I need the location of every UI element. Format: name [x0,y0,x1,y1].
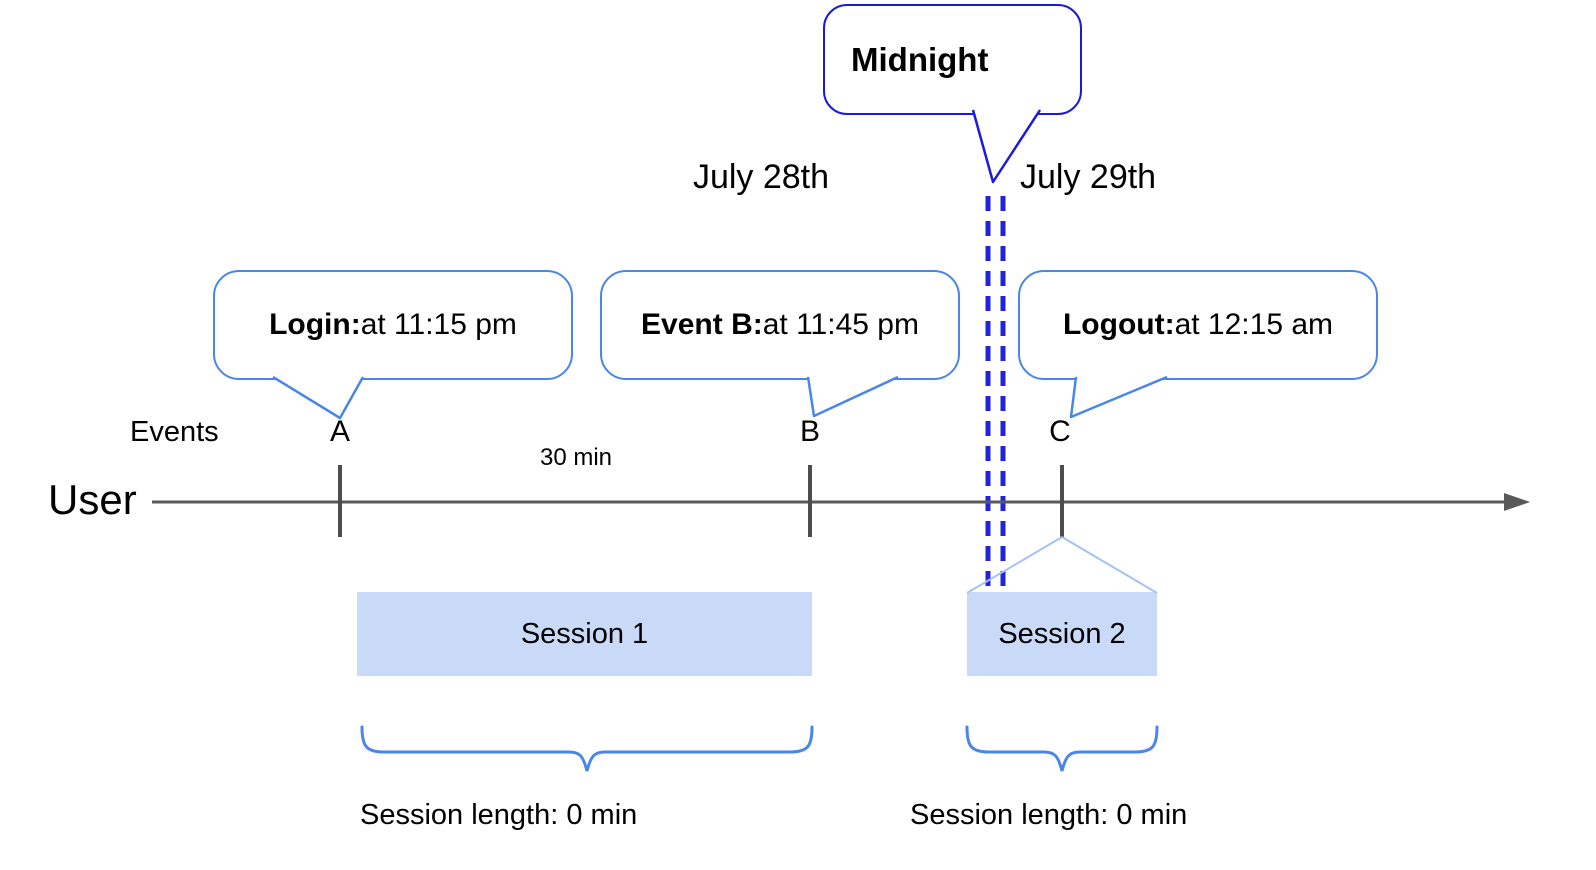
session-1-brace [360,725,814,772]
session-1-length-label: Session length: 0 min [360,799,638,831]
session-2-box: Session 2 [967,592,1157,676]
session-1-box: Session 1 [357,592,812,676]
event-b-callout-tail [806,375,899,418]
login-callout-detail: at 11:15 pm [360,308,517,341]
event-b-callout-title: Event B: [641,308,763,341]
session-2-length-label: Session length: 0 min [910,799,1188,831]
user-row-label: User [48,476,137,523]
logout-callout: Logout: at 12:15 am [1018,270,1378,380]
event-b-callout: Event B: at 11:45 pm [600,270,960,380]
event-letter-b: B [799,415,820,448]
midnight-callout-label: Midnight [851,40,989,78]
midnight-callout: Midnight [823,4,1082,115]
logout-callout-tail [1069,375,1168,419]
event-b-callout-detail: at 11:45 pm [762,308,919,341]
session-2-brace [965,725,1159,772]
session-1-label: Session 1 [520,617,649,650]
event-letter-c: C [1049,415,1071,448]
login-callout-title: Login: [269,308,361,341]
session-2-connector-right [1061,536,1158,594]
session-2-label: Session 2 [998,617,1126,650]
events-axis-label: Events [130,416,219,448]
logout-callout-title: Logout: [1062,308,1175,341]
session-2-connector-left [966,536,1063,594]
date-label-july-29: July 29th [1020,158,1157,196]
event-letter-a: A [329,415,350,448]
login-callout: Login: at 11:15 pm [213,270,573,380]
timeline-arrowhead [1504,493,1530,511]
interval-label-30-min: 30 min [539,444,613,471]
login-callout-tail [272,375,365,420]
logout-callout-detail: at 12:15 am [1174,308,1334,341]
date-label-july-28: July 28th [692,158,830,196]
